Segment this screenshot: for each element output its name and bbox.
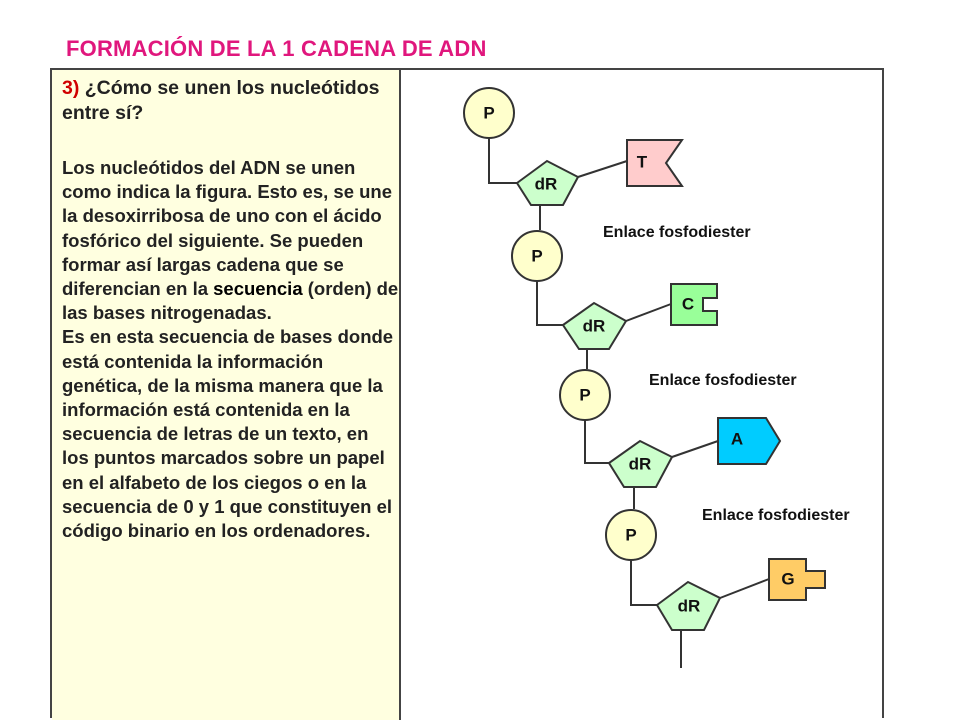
phosphate-label: P	[625, 526, 636, 545]
phosphate-circle	[559, 369, 611, 421]
sugar-label: dR	[678, 597, 701, 616]
question-text: ¿Cómo se unen los nucleótidos entre sí?	[62, 77, 380, 124]
phosphate-circle	[463, 87, 515, 139]
base-c-shape	[670, 283, 718, 326]
phosphodiester-bond-label: Enlace fosfodiester	[702, 507, 850, 524]
phosphate-circle	[511, 230, 563, 282]
sugar-pentagon	[561, 301, 628, 350]
explanation-part1: Los nucleótidos del ADN se unen como ind…	[62, 157, 393, 300]
explanation-text: Los nucleótidos del ADN se unen como ind…	[62, 156, 400, 543]
sugar-label: dR	[535, 175, 558, 194]
base-t-label: T	[637, 153, 648, 172]
text-panel	[52, 70, 401, 720]
phosphate-label: P	[483, 104, 494, 123]
sugar-label: dR	[629, 455, 652, 474]
phosphodiester-bond-label: Enlace fosfodiester	[603, 224, 751, 241]
backbone-lines	[488, 138, 770, 668]
question-heading: 3) ¿Cómo se unen los nucleótidos entre s…	[62, 76, 392, 125]
base-c-label: C	[682, 295, 694, 314]
sugar-pentagon	[655, 580, 722, 631]
keyword-secuencia: secuencia	[213, 278, 303, 300]
phosphate-label: P	[579, 386, 590, 405]
base-g-label: G	[781, 570, 794, 589]
sugar-pentagon	[515, 159, 580, 206]
explanation-paragraph2: Es en esta secuencia de bases donde está…	[62, 326, 394, 542]
question-number: 3)	[62, 77, 80, 99]
phosphate-circle	[605, 509, 657, 561]
explanation-part2: (orden) de las bases nitrogenadas.	[62, 278, 399, 324]
phosphodiester-bond-label: Enlace fosfodiester	[649, 372, 797, 389]
sugar-pentagon	[607, 439, 674, 488]
phosphate-label: P	[531, 247, 542, 266]
content-frame	[50, 68, 884, 718]
sugar-label: dR	[583, 317, 606, 336]
base-a-shape	[717, 417, 782, 465]
base-g-shape	[768, 558, 826, 601]
base-t-shape	[626, 139, 684, 187]
page-title: FORMACIÓN DE LA 1 CADENA DE ADN	[66, 36, 487, 61]
base-a-label: A	[731, 430, 743, 449]
